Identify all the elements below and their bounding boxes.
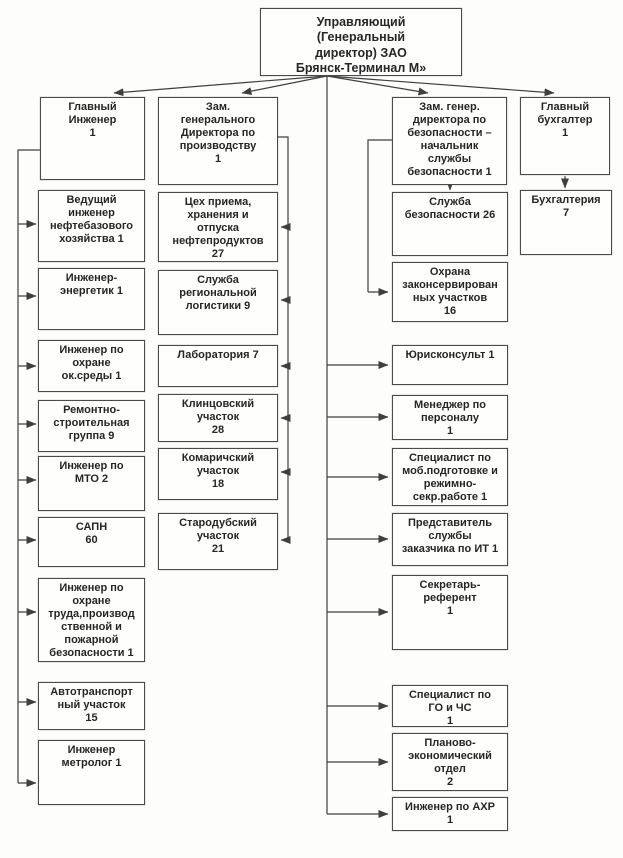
node-mobilization-specialist: Специалист по моб.подготовке и режимно- … [392,448,508,506]
node-komarichsky-section: Комаричский участок 18 [158,448,278,500]
node-motor-transport-section: Автотранспорт ный участок 15 [38,682,145,730]
node-security-service: Служба безопасности 26 [392,192,508,256]
node-klintsovsky-section: Клинцовский участок 28 [158,394,278,442]
node-accounting: Бухгалтерия 7 [520,190,612,255]
node-managing-director: Управляющий (Генеральный директор) ЗАО Б… [260,8,462,76]
node-civil-defense-specialist: Специалист по ГО и ЧС 1 [392,685,508,727]
node-secretary-referent: Секретарь- референт 1 [392,575,508,650]
node-deputy-security: Зам. генер. директора по безопасности – … [392,97,507,185]
node-planning-economic-dept: Планово- экономический отдел 2 [392,733,508,791]
node-chief-engineer: Главный Инженер 1 [40,97,145,180]
node-lead-oilbase-engineer: Ведущий инженер нефтебазового хозяйства … [38,190,145,262]
node-legal-adviser: Юрисконсульт 1 [392,345,508,385]
node-labor-safety-engineer: Инженер по охране труда,производ ственно… [38,578,145,662]
node-oil-products-shop: Цех приема, хранения и отпуска нефтепрод… [158,192,278,262]
node-regional-logistics: Служба региональной логистики 9 [158,270,278,335]
node-metrology-engineer: Инженер метролог 1 [38,740,145,805]
node-deputy-production: Зам. генерального Директора по производс… [158,97,278,185]
node-starodubsky-section: Стародубский участок 21 [158,513,278,570]
node-laboratory: Лаборатория 7 [158,345,278,387]
node-chief-accountant: Главный бухгалтер 1 [520,97,610,175]
node-mto-engineer: Инженер по МТО 2 [38,456,145,511]
node-power-engineer: Инженер- энергетик 1 [38,268,145,330]
node-sapn: САПН 60 [38,517,145,567]
node-hr-manager: Менеджер по персоналу 1 [392,395,508,440]
node-it-customer-representative: Представитель службы заказчика по ИТ 1 [392,513,508,566]
node-ahr-engineer: Инженер по АХР 1 [392,797,508,831]
node-repair-construction-group: Ремонтно- строительная группа 9 [38,400,145,452]
node-environment-engineer: Инженер по охране ок.среды 1 [38,340,145,392]
node-mothballed-sites-guard: Охрана законсервирован ных участков 16 [392,262,508,322]
